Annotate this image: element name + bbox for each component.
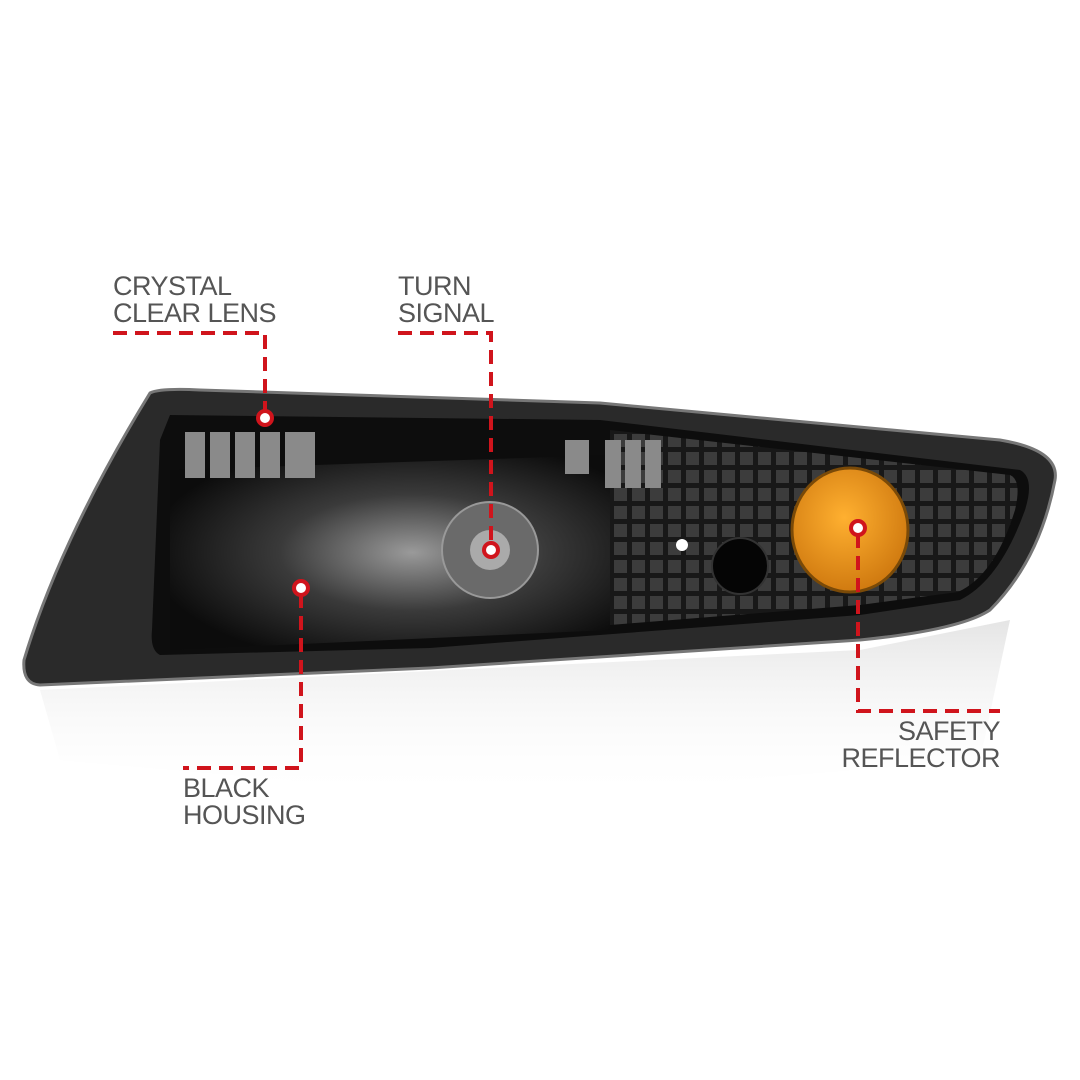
small-hole: [676, 539, 688, 551]
callout-text: REFLECTOR: [841, 743, 1000, 773]
callout-black-housing: BLACK HOUSING: [183, 775, 306, 829]
callout-text: HOUSING: [183, 800, 306, 830]
callout-dot-reflector: [849, 519, 867, 537]
callout-crystal-clear-lens: CRYSTAL CLEAR LENS: [113, 271, 277, 328]
callout-dot-turn-signal: [482, 541, 500, 559]
callout-text: TURN: [398, 271, 472, 301]
reflector-bowl: [170, 455, 610, 650]
callout-dot-housing: [292, 579, 310, 597]
callout-dots: [256, 409, 867, 597]
callout-text: SAFETY: [897, 716, 1001, 746]
callout-safety-reflector: SAFETY REFLECTOR: [841, 718, 1000, 772]
callout-dot-lens: [256, 409, 274, 427]
heat-fins: [185, 432, 661, 488]
callout-text: BLACK: [183, 773, 270, 803]
callout-turn-signal: TURN SIGNAL: [398, 271, 495, 328]
callout-lines: [113, 331, 1000, 770]
callout-text: CRYSTAL: [113, 271, 232, 301]
floor-reflection: [40, 620, 1010, 800]
adjuster-hole: [711, 537, 769, 595]
callout-text: SIGNAL: [398, 298, 495, 328]
callout-text: CLEAR LENS: [113, 298, 277, 328]
